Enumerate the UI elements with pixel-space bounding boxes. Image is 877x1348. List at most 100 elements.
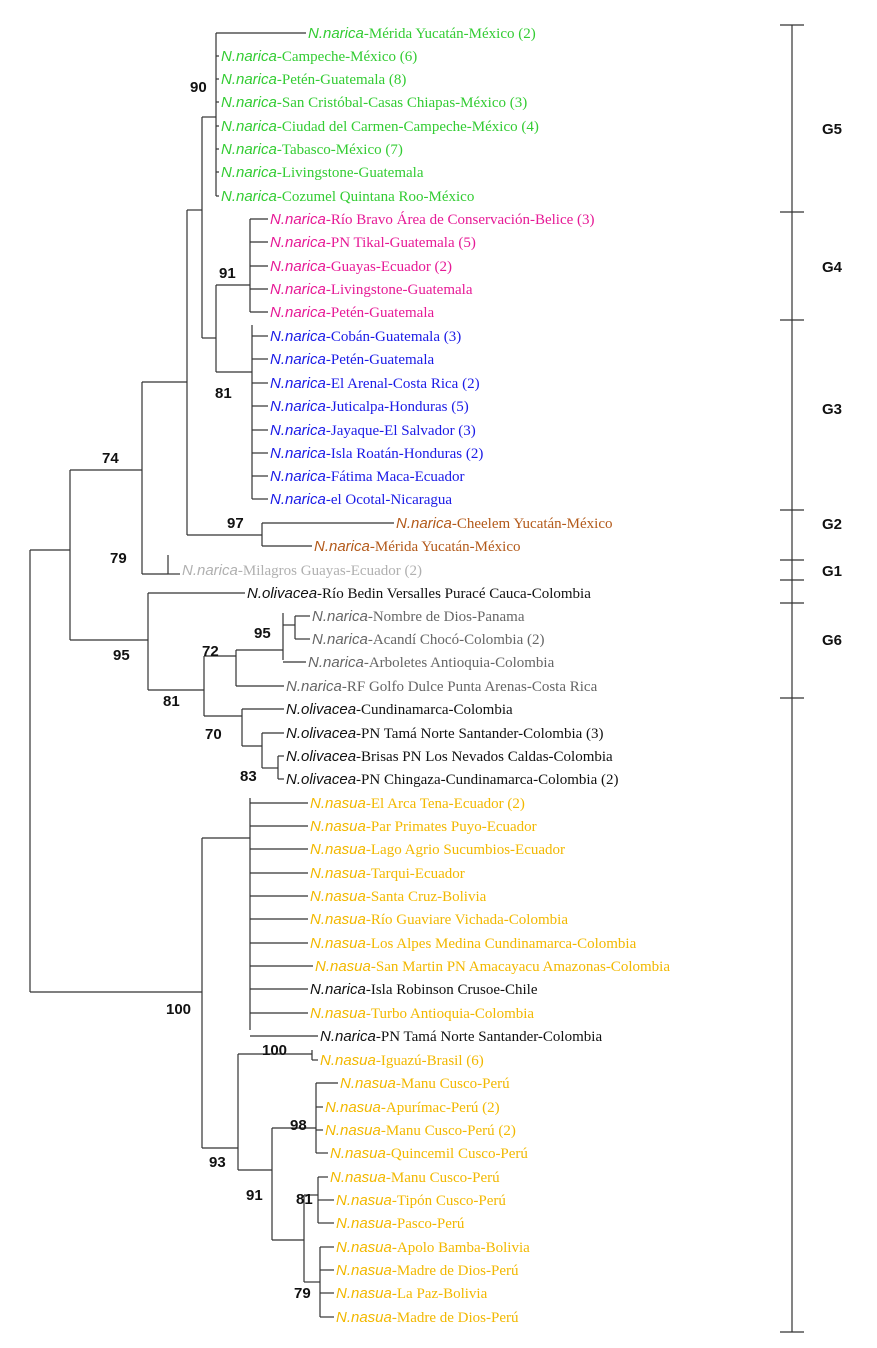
taxon-label: N.nasua-Manu Cusco-Perú (2): [325, 1122, 516, 1139]
taxon-locality: -Livingstone-Guatemala: [326, 282, 473, 298]
taxon-locality: -Iguazú-Brasil (6): [376, 1053, 484, 1069]
group-label: G5: [822, 121, 842, 138]
taxon-label: N.olivacea-Cundinamarca-Colombia: [286, 701, 513, 718]
taxon-species: N.nasua: [336, 1239, 392, 1256]
taxon-locality: -Tarqui-Ecuador: [366, 866, 465, 882]
taxon-locality: -Tabasco-México (7): [277, 142, 403, 158]
taxon-locality: -Manu Cusco-Perú (2): [381, 1123, 516, 1139]
taxon-label: N.narica-Arboletes Antioquia-Colombia: [308, 654, 555, 671]
taxon-species: N.nasua: [336, 1285, 392, 1302]
taxon-species: N.narica: [270, 375, 326, 392]
taxon-label: N.nasua-Quincemil Cusco-Perú: [330, 1145, 528, 1162]
taxon-species: N.narica: [270, 258, 326, 275]
support-value: 91: [246, 1187, 263, 1204]
taxon-label: N.narica-El Arenal-Costa Rica (2): [270, 375, 480, 392]
taxon-label: N.narica-Nombre de Dios-Panama: [312, 608, 525, 625]
support-value: 90: [190, 79, 207, 96]
taxon-locality: -Par Primates Puyo-Ecuador: [366, 819, 537, 835]
taxon-species: N.narica: [221, 141, 277, 158]
taxon-locality: -Mérida Yucatán-México: [370, 539, 521, 555]
taxon-locality: -Fátima Maca-Ecuador: [326, 469, 465, 485]
taxon-label: N.narica-Isla Robinson Crusoe-Chile: [310, 981, 538, 998]
taxon-label: N.narica-RF Golfo Dulce Punta Arenas-Cos…: [286, 678, 598, 695]
taxon-locality: -Lago Agrio Sucumbios-Ecuador: [366, 842, 565, 858]
support-value: 81: [163, 693, 180, 710]
taxon-locality: -Isla Robinson Crusoe-Chile: [366, 982, 538, 998]
taxon-locality: -el Ocotal-Nicaragua: [326, 492, 453, 508]
taxon-locality: -El Arenal-Costa Rica (2): [326, 376, 480, 392]
taxon-locality: -PN Tikal-Guatemala (5): [326, 235, 476, 251]
taxon-label: N.narica-Guayas-Ecuador (2): [270, 258, 452, 275]
taxon-locality: -Cundinamarca-Colombia: [356, 702, 513, 718]
taxon-locality: -Madre de Dios-Perú: [392, 1263, 519, 1279]
taxon-species: N.narica: [221, 188, 277, 205]
taxon-label: N.narica-Tabasco-México (7): [221, 141, 403, 158]
taxon-species: N.nasua: [336, 1309, 392, 1326]
taxon-locality: -Manu Cusco-Perú: [386, 1170, 500, 1186]
taxon-species: N.narica: [270, 234, 326, 251]
taxon-species: N.narica: [221, 118, 277, 135]
taxon-label: N.nasua-Apolo Bamba-Bolivia: [336, 1239, 530, 1256]
taxon-species: N.narica: [314, 538, 370, 555]
taxon-locality: -Los Alpes Medina Cundinamarca-Colombia: [366, 936, 637, 952]
taxon-labels: N.narica-Mérida Yucatán-México (2)N.nari…: [182, 25, 670, 1326]
taxon-locality: -Campeche-México (6): [277, 49, 417, 65]
taxon-locality: -Tipón Cusco-Perú: [392, 1193, 507, 1209]
group-label: G4: [822, 259, 843, 276]
taxon-locality: -Mérida Yucatán-México (2): [364, 26, 536, 42]
taxon-species: N.narica: [270, 468, 326, 485]
taxon-label: N.narica-el Ocotal-Nicaragua: [270, 491, 452, 508]
taxon-locality: -Petén-Guatemala (8): [277, 72, 407, 88]
taxon-label: N.narica-Juticalpa-Honduras (5): [270, 398, 469, 415]
taxon-species: N.narica: [308, 25, 364, 42]
group-label: G6: [822, 632, 842, 649]
taxon-species: N.nasua: [325, 1099, 381, 1116]
taxon-species: N.nasua: [310, 818, 366, 835]
taxon-label: N.narica-Milagros Guayas-Ecuador (2): [182, 562, 422, 579]
taxon-species: N.nasua: [320, 1052, 376, 1069]
support-value: 79: [110, 550, 127, 567]
taxon-species: N.narica: [310, 981, 366, 998]
taxon-locality: -Río Guaviare Vichada-Colombia: [366, 912, 568, 928]
taxon-label: N.narica-Jayaque-El Salvador (3): [270, 422, 476, 439]
taxon-species: N.narica: [221, 164, 277, 181]
taxon-label: N.nasua-Santa Cruz-Bolivia: [310, 888, 487, 905]
taxon-label: N.nasua-Apurímac-Perú (2): [325, 1099, 500, 1116]
taxon-label: N.nasua-Manu Cusco-Perú: [340, 1075, 510, 1092]
taxon-locality: -Pasco-Perú: [392, 1216, 465, 1232]
taxon-species: N.olivacea: [247, 585, 317, 602]
taxon-species: N.olivacea: [286, 701, 356, 718]
group-label: G3: [822, 401, 842, 418]
taxon-species: N.narica: [270, 281, 326, 298]
taxon-label: N.narica-Petén-Guatemala (8): [221, 71, 406, 88]
taxon-label: N.nasua-La Paz-Bolivia: [336, 1285, 488, 1302]
taxon-locality: -Madre de Dios-Perú: [392, 1310, 519, 1326]
taxon-locality: -El Arca Tena-Ecuador (2): [366, 796, 525, 812]
support-value: 100: [166, 1001, 191, 1018]
taxon-species: N.nasua: [310, 1005, 366, 1022]
taxon-locality: -Nombre de Dios-Panama: [368, 609, 525, 625]
taxon-label: N.narica-Mérida Yucatán-México: [314, 538, 521, 555]
taxon-species: N.nasua: [310, 935, 366, 952]
taxon-label: N.nasua-Tarqui-Ecuador: [310, 865, 465, 882]
taxon-locality: -Juticalpa-Honduras (5): [326, 399, 469, 415]
taxon-locality: -PN Chingaza-Cundinamarca-Colombia (2): [356, 772, 618, 788]
taxon-label: N.nasua-Lago Agrio Sucumbios-Ecuador: [310, 841, 565, 858]
taxon-locality: -Quincemil Cusco-Perú: [386, 1146, 529, 1162]
taxon-label: N.nasua-San Martin PN Amacayacu Amazonas…: [315, 958, 670, 975]
taxon-species: N.nasua: [336, 1215, 392, 1232]
taxon-locality: -Río Bravo Área de Conservación-Belice (…: [326, 211, 595, 228]
taxon-locality: -Cobán-Guatemala (3): [326, 329, 461, 345]
taxon-species: N.nasua: [340, 1075, 396, 1092]
taxon-label: N.narica-Campeche-México (6): [221, 48, 417, 65]
taxon-species: N.narica: [182, 562, 238, 579]
taxon-species: N.olivacea: [286, 748, 356, 765]
taxon-species: N.narica: [270, 304, 326, 321]
taxon-label: N.narica-Ciudad del Carmen-Campeche-Méxi…: [221, 118, 539, 135]
taxon-locality: -Livingstone-Guatemala: [277, 165, 424, 181]
taxon-locality: -Brisas PN Los Nevados Caldas-Colombia: [356, 749, 613, 765]
support-value: 70: [205, 726, 222, 743]
